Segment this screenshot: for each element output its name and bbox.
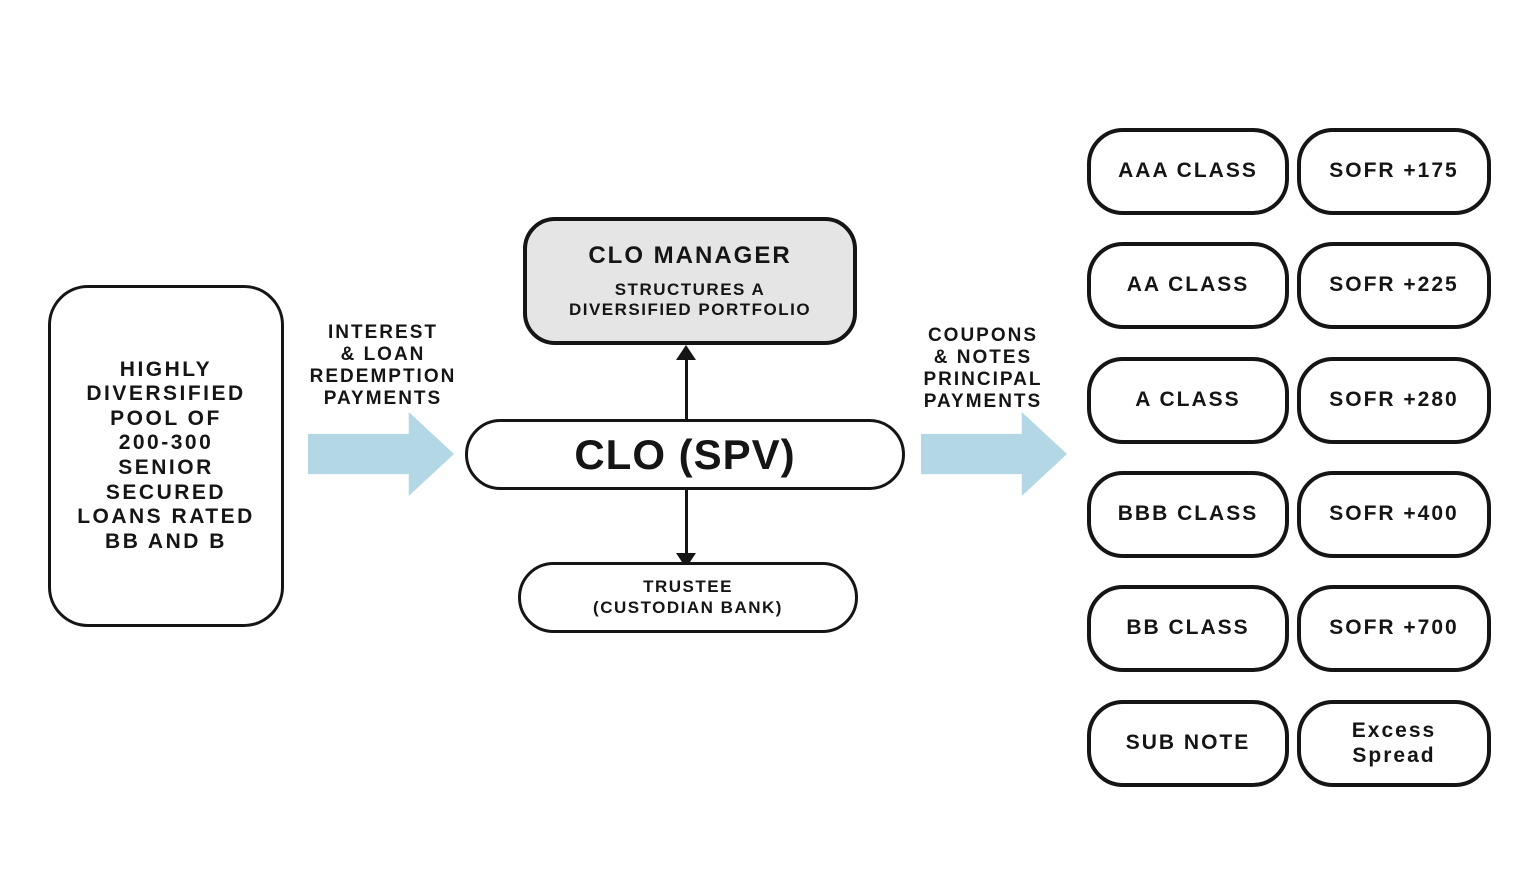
tranche-class-a: A CLASS xyxy=(1087,357,1289,444)
clo-manager-box: CLO MANAGER STRUCTURES A DIVERSIFIED POR… xyxy=(523,217,857,345)
tranche-rate-a: SOFR +280 xyxy=(1297,357,1491,444)
spv-to-trustee-connector xyxy=(685,490,688,555)
inflow-right-arrow-icon xyxy=(308,412,454,496)
spv-to-manager-connector xyxy=(685,358,688,419)
tranche-rate-aaa: SOFR +175 xyxy=(1297,128,1491,215)
tranche-class-bbb: BBB CLASS xyxy=(1087,471,1289,558)
outflow-right-arrow-icon xyxy=(921,412,1067,496)
outflow-label: COUPONS & NOTES PRINCIPAL PAYMENTS xyxy=(923,325,1043,413)
tranche-class-bb: BB CLASS xyxy=(1087,585,1289,672)
trustee-box: TRUSTEE (CUSTODIAN BANK) xyxy=(518,562,858,633)
tranche-class-aa: AA CLASS xyxy=(1087,242,1289,329)
tranche-rate-aa: SOFR +225 xyxy=(1297,242,1491,329)
tranche-class-aaa: AAA CLASS xyxy=(1087,128,1289,215)
clo-spv-box: CLO (SPV) xyxy=(465,419,905,490)
loan-pool-box: HIGHLY DIVERSIFIED POOL OF 200-300 SENIO… xyxy=(48,285,284,627)
clo-manager-title: CLO MANAGER xyxy=(588,241,792,269)
up-arrowhead-icon xyxy=(676,345,696,360)
tranche-class-subnote: SUB NOTE xyxy=(1087,700,1289,787)
inflow-label: INTEREST & LOAN REDEMPTION PAYMENTS xyxy=(309,322,457,410)
tranche-rate-subnote: Excess Spread xyxy=(1297,700,1491,787)
tranche-rate-bb: SOFR +700 xyxy=(1297,585,1491,672)
tranche-rate-bbb: SOFR +400 xyxy=(1297,471,1491,558)
clo-manager-subtitle: STRUCTURES A DIVERSIFIED PORTFOLIO xyxy=(568,279,812,319)
